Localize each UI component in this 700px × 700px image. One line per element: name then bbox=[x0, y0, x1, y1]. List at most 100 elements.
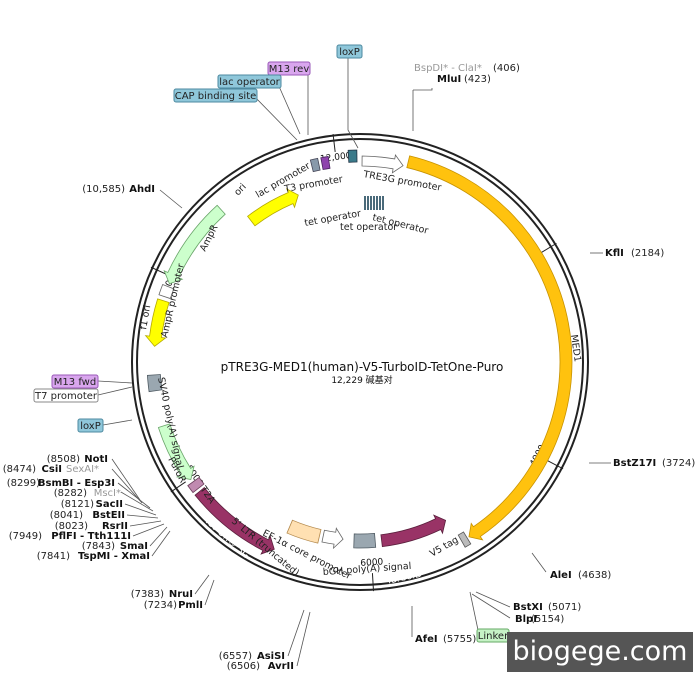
site-csii-pos: (8474) bbox=[3, 464, 36, 475]
feature-sv40-polya[interactable] bbox=[146, 374, 163, 393]
tet-operator-3 bbox=[370, 196, 372, 210]
label-ori: ori bbox=[232, 182, 248, 199]
tick-10000 bbox=[150, 266, 168, 276]
site-sacii[interactable]: SacII bbox=[96, 499, 123, 510]
site-bsteii-pos: (8041) bbox=[50, 510, 83, 521]
site-alei-pos: (4638) bbox=[578, 570, 611, 581]
feature-tet-on-3g[interactable] bbox=[194, 487, 275, 555]
box-loxp-left[interactable]: loxP bbox=[77, 418, 104, 433]
site-noti-pos: (8508) bbox=[47, 454, 80, 465]
svg-text:CAP binding site: CAP binding site bbox=[175, 91, 257, 102]
site-bstz17i[interactable]: BstZ17I bbox=[613, 458, 656, 469]
tet-operator-7 bbox=[382, 196, 384, 210]
svg-text:M13 fwd: M13 fwd bbox=[54, 377, 96, 388]
plasmid-length: 12,229 碱基对 bbox=[331, 374, 392, 386]
svg-text:Linker: Linker bbox=[478, 631, 509, 642]
site-mlui-pos: (423) bbox=[464, 74, 491, 85]
site-pflfi-pos: (7949) bbox=[9, 531, 42, 542]
site-bsmbi[interactable]: BsmBI - Esp3I bbox=[38, 478, 115, 489]
site-afei-pos: (5755) bbox=[443, 634, 476, 645]
site-nrui[interactable]: NruI bbox=[169, 589, 193, 600]
feature-puror[interactable] bbox=[157, 423, 195, 480]
feature-t2a[interactable] bbox=[187, 476, 205, 494]
site-bspdi-clai-pos: (406) bbox=[493, 63, 520, 74]
boxed-feature-labels: loxP M13 rev lac operator CAP binding si… bbox=[33, 44, 510, 643]
feature-v5-tag[interactable] bbox=[457, 531, 472, 548]
svg-text:M13 rev: M13 rev bbox=[269, 64, 310, 75]
box-lac-operator[interactable]: lac operator bbox=[217, 74, 282, 89]
tet-operator-cluster[interactable] bbox=[364, 196, 384, 210]
site-rsrii-pos: (8023) bbox=[55, 521, 88, 532]
feature-ef1a-promoter[interactable] bbox=[321, 527, 344, 550]
site-pmli-pos: (7234) bbox=[144, 600, 177, 611]
plasmid-name: pTRE3G-MED1(human)-V5-TurboID-TetOne-Pur… bbox=[221, 360, 504, 374]
site-msci-pos: (8282) bbox=[54, 488, 87, 499]
site-nrui-pos: (7383) bbox=[131, 589, 164, 600]
svg-text:lac operator: lac operator bbox=[219, 77, 280, 88]
tick-8000 bbox=[170, 481, 186, 493]
feature-turboid[interactable] bbox=[380, 514, 447, 548]
site-avrii-pos: (6506) bbox=[227, 661, 260, 672]
site-noti[interactable]: NotI bbox=[84, 454, 108, 465]
site-asisi[interactable]: AsiSI bbox=[257, 651, 285, 662]
box-m13-fwd[interactable]: M13 fwd bbox=[51, 374, 99, 389]
site-kfli[interactable]: KflI bbox=[605, 248, 624, 259]
feature-med1[interactable] bbox=[406, 155, 573, 541]
tet-operator-6 bbox=[379, 196, 381, 210]
tick-12000 bbox=[332, 134, 336, 153]
site-bspdi-clai[interactable]: BspDI* - ClaI* bbox=[414, 63, 482, 74]
site-ahdi-pos: (10,585) bbox=[82, 184, 125, 195]
site-bstxi[interactable]: BstXI bbox=[513, 602, 543, 613]
site-msci[interactable]: MscI* bbox=[94, 488, 121, 499]
feature-t3-promoter[interactable] bbox=[320, 155, 331, 170]
label-f1-ori: f1 ori bbox=[138, 304, 153, 330]
backbone-outer bbox=[131, 133, 589, 591]
site-bsmbi-pos: (8299) bbox=[7, 478, 40, 489]
svg-text:T7 promoter: T7 promoter bbox=[34, 391, 98, 402]
tick-label-6000: 6000 bbox=[360, 557, 384, 568]
site-csii[interactable]: CsiI bbox=[42, 464, 62, 475]
tet-operator-5 bbox=[376, 196, 378, 210]
box-loxp-top[interactable]: loxP bbox=[336, 44, 363, 59]
site-rsrii[interactable]: RsrII bbox=[102, 521, 128, 532]
box-m13-rev[interactable]: M13 rev bbox=[267, 61, 311, 76]
site-afei[interactable]: AfeI bbox=[415, 634, 438, 645]
site-ahdi[interactable]: AhdI bbox=[129, 184, 155, 195]
site-smai[interactable]: SmaI bbox=[120, 541, 148, 552]
label-med1: MED1 bbox=[568, 334, 583, 363]
site-blpi-pos: (5154) bbox=[531, 614, 564, 625]
tick-6000 bbox=[371, 573, 374, 592]
box-linker[interactable]: Linker bbox=[476, 628, 510, 643]
tet-operator-1 bbox=[364, 196, 366, 210]
feature-5ltr[interactable] bbox=[286, 519, 322, 544]
site-alei[interactable]: AleI bbox=[550, 570, 572, 581]
site-sacii-pos: (8121) bbox=[61, 499, 94, 510]
feature-ampr-promoter[interactable] bbox=[158, 283, 175, 300]
feature-loxp-top[interactable] bbox=[347, 149, 358, 163]
box-cap-binding-site[interactable]: CAP binding site bbox=[173, 88, 258, 103]
feature-ori[interactable] bbox=[247, 187, 299, 227]
site-smai-pos: (7843) bbox=[82, 541, 115, 552]
feature-ampr[interactable] bbox=[163, 204, 226, 285]
site-pmli[interactable]: PmlI bbox=[178, 600, 203, 611]
site-sexai[interactable]: SexAI* bbox=[66, 464, 99, 475]
feature-f1-ori[interactable] bbox=[144, 298, 170, 347]
feature-bgh-polya[interactable] bbox=[353, 532, 377, 549]
site-bsteii[interactable]: BstEII bbox=[92, 510, 125, 521]
site-tspmi[interactable]: TspMI - XmaI bbox=[78, 551, 150, 562]
box-t7-promoter[interactable]: T7 promoter bbox=[33, 388, 99, 403]
site-pflfi[interactable]: PflFI - Tth111I bbox=[51, 531, 131, 542]
label-v5-tag: V5 tag bbox=[428, 535, 460, 560]
feature-arrows bbox=[144, 149, 573, 555]
site-mlui[interactable]: MluI bbox=[437, 74, 461, 85]
tick-2000 bbox=[540, 242, 557, 254]
feature-tre3g-promoter[interactable] bbox=[361, 153, 404, 174]
site-asisi-pos: (6557) bbox=[219, 651, 252, 662]
feature-lac-promoter[interactable] bbox=[309, 157, 321, 173]
watermark: biogege.com bbox=[507, 632, 693, 672]
restriction-site-labels: BspDI* - ClaI* (406) MluI (423) KflI (21… bbox=[3, 63, 696, 672]
tick-4000 bbox=[546, 460, 564, 470]
site-blpi[interactable]: BlpI bbox=[515, 614, 537, 625]
site-avrii[interactable]: AvrII bbox=[268, 661, 294, 672]
